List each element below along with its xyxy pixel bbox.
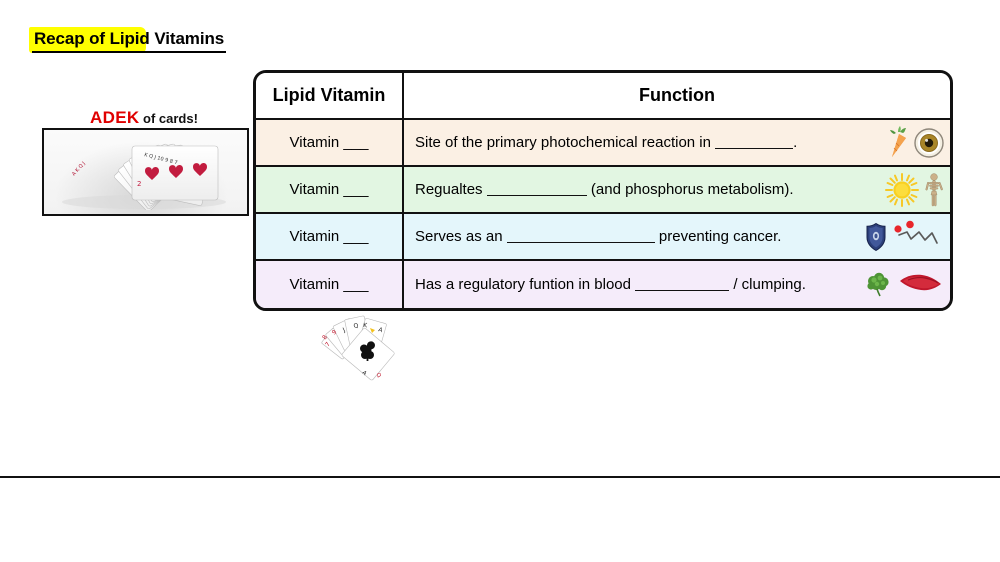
fill-in-blank	[506, 225, 655, 243]
free-radical-icon	[894, 220, 938, 244]
adek-mnemonic-caption: ADEK of cards!	[42, 108, 246, 128]
row-icons	[887, 120, 944, 165]
svg-text:A K Q J: A K Q J	[71, 161, 87, 178]
eye-icon	[914, 127, 944, 158]
deck-of-cards-photo: 2 K Q J 10 9 8 7 A K Q J	[42, 128, 249, 216]
row-function-cell: Has a regulatory funtion in blood / clum…	[404, 261, 950, 308]
carrot-icon	[890, 125, 906, 157]
function-text-after: .	[793, 133, 798, 151]
horizontal-divider-rule	[0, 476, 1000, 478]
function-text-after: (and phosphorus metabolism).	[590, 180, 794, 198]
table-row: Vitamin ___ Serves as an preventing canc…	[256, 214, 950, 261]
fanned-cards-illustration: 2 K Q J 10 9 8 7 A K Q J	[62, 143, 226, 212]
row-vitamin-label: Vitamin ___	[256, 261, 404, 308]
function-text-before: Regualtes	[415, 180, 483, 198]
row-icons	[865, 214, 944, 259]
table-header-row: Lipid Vitamin Function	[256, 73, 950, 120]
svg-text:2: 2	[137, 180, 141, 188]
function-text-before: Serves as an	[415, 227, 503, 245]
svg-text:K: K	[363, 322, 369, 329]
header-lipid-vitamin: Lipid Vitamin	[256, 73, 404, 118]
svg-text:8: 8	[321, 334, 329, 341]
adek-letters: ADEK	[90, 108, 140, 127]
function-text-after: preventing cancer.	[658, 227, 782, 245]
skeleton-icon	[925, 172, 943, 206]
svg-text:Q: Q	[375, 372, 383, 380]
card-fan-illustration: 8 9 7 J Q K A Q A	[321, 315, 395, 381]
deck-of-cards-photo-inner: 2 K Q J 10 9 8 7 A K Q J	[44, 130, 247, 214]
leafy-greens-icon	[867, 272, 889, 296]
sun-icon	[885, 172, 919, 207]
svg-text:9: 9	[331, 329, 339, 337]
small-playing-card-fan: 8 9 7 J Q K A Q A	[310, 315, 420, 385]
row-icons	[865, 261, 944, 308]
row-function-cell: Site of the primary photochemical reacti…	[404, 120, 950, 165]
table-row: Vitamin ___ Has a regulatory funtion in …	[256, 261, 950, 308]
svg-text:A: A	[361, 370, 368, 377]
table-row: Vitamin ___ Site of the primary photoche…	[256, 120, 950, 167]
adek-suffix: of cards!	[139, 111, 198, 126]
header-function: Function	[639, 85, 715, 105]
row-vitamin-label: Vitamin ___	[256, 214, 404, 259]
svg-text:J: J	[341, 327, 347, 335]
row-vitamin-label: Vitamin ___	[256, 120, 404, 165]
shield-icon	[866, 222, 886, 251]
table-row: Vitamin ___ Regualtes (and phosphorus me…	[256, 167, 950, 214]
lipid-vitamin-table: Lipid Vitamin Function Vitamin ___ Site …	[253, 70, 953, 311]
fill-in-blank	[635, 273, 730, 291]
function-text-before: Has a regulatory funtion in blood	[415, 275, 631, 293]
svg-text:7: 7	[324, 341, 332, 348]
svg-text:Q: Q	[353, 322, 359, 330]
row-function-cell: Serves as an preventing cancer.	[404, 214, 950, 259]
row-function-text: Regualtes (and phosphorus metabolism).	[415, 181, 794, 199]
page-title: Recap of Lipid Vitamins	[32, 28, 227, 53]
row-function-text: Has a regulatory funtion in blood / clum…	[415, 276, 806, 294]
function-text-after: / clumping.	[733, 275, 806, 293]
row-icons	[885, 167, 944, 212]
svg-text:A: A	[377, 326, 384, 334]
fill-in-blank	[715, 131, 794, 149]
red-meat-icon	[900, 274, 941, 290]
row-function-text: Serves as an preventing cancer.	[415, 228, 781, 246]
fill-in-blank	[486, 178, 587, 196]
row-vitamin-label: Vitamin ___	[256, 167, 404, 212]
row-function-cell: Regualtes (and phosphorus metabolism).	[404, 167, 950, 212]
title-highlight-marker	[29, 27, 146, 53]
row-function-text: Site of the primary photochemical reacti…	[415, 134, 797, 152]
function-text-before: Site of the primary photochemical reacti…	[415, 133, 711, 151]
